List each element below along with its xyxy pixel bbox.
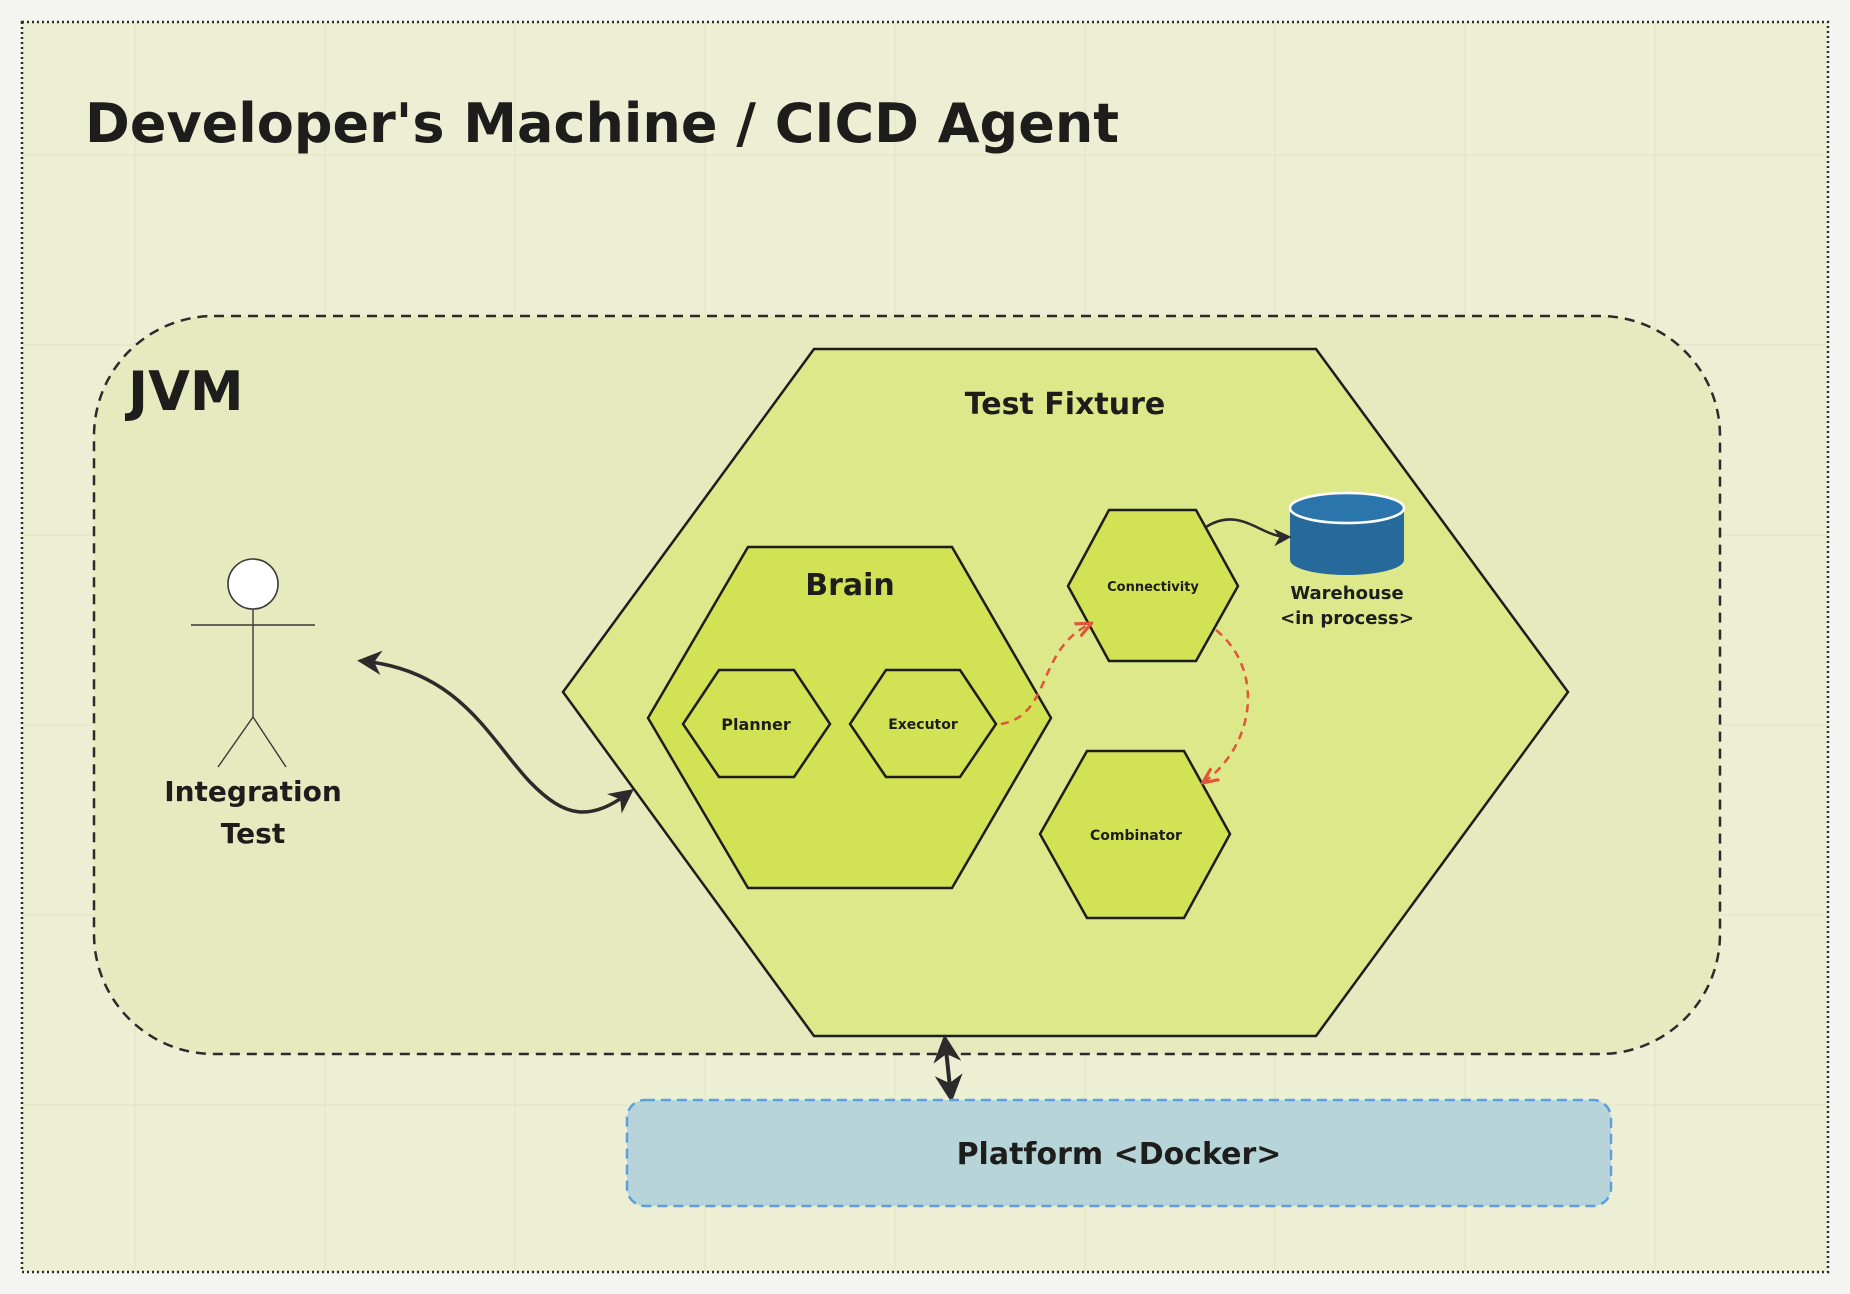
combinator-label: Combinator bbox=[1090, 828, 1182, 844]
actor-label-line1: Integration bbox=[164, 775, 342, 808]
connectivity-warehouse-arrow bbox=[1205, 518, 1292, 547]
actor-label-line2: Test bbox=[221, 817, 285, 850]
warehouse-label-line1: Warehouse bbox=[1290, 583, 1403, 604]
brain-hexagon bbox=[646, 545, 1053, 890]
executor-hexagon bbox=[848, 668, 998, 779]
executor-label: Executor bbox=[888, 717, 958, 733]
integration-test-actor-icon bbox=[191, 558, 315, 768]
fixture-platform-arrow bbox=[933, 1034, 963, 1103]
platform-docker-box bbox=[625, 1098, 1613, 1208]
warehouse-database-icon bbox=[1288, 491, 1406, 575]
planner-label: Planner bbox=[721, 715, 791, 734]
brain-label: Brain bbox=[805, 568, 895, 603]
connectivity-combinator-arrow bbox=[1204, 629, 1250, 782]
board-title: Developer's Machine / CICD Agent bbox=[85, 92, 1119, 155]
test-fixture-label: Test Fixture bbox=[965, 387, 1165, 422]
actor-fixture-arrow bbox=[357, 650, 634, 814]
connectivity-label: Connectivity bbox=[1107, 580, 1199, 595]
jvm-label: JVM bbox=[124, 360, 244, 423]
platform-label: Platform <Docker> bbox=[957, 1137, 1282, 1172]
executor-connectivity-arrow bbox=[1000, 624, 1090, 726]
combinator-hexagon bbox=[1038, 749, 1232, 920]
connectivity-hexagon bbox=[1066, 508, 1240, 663]
planner-hexagon bbox=[681, 668, 832, 779]
warehouse-label-line2: <in process> bbox=[1280, 608, 1414, 629]
